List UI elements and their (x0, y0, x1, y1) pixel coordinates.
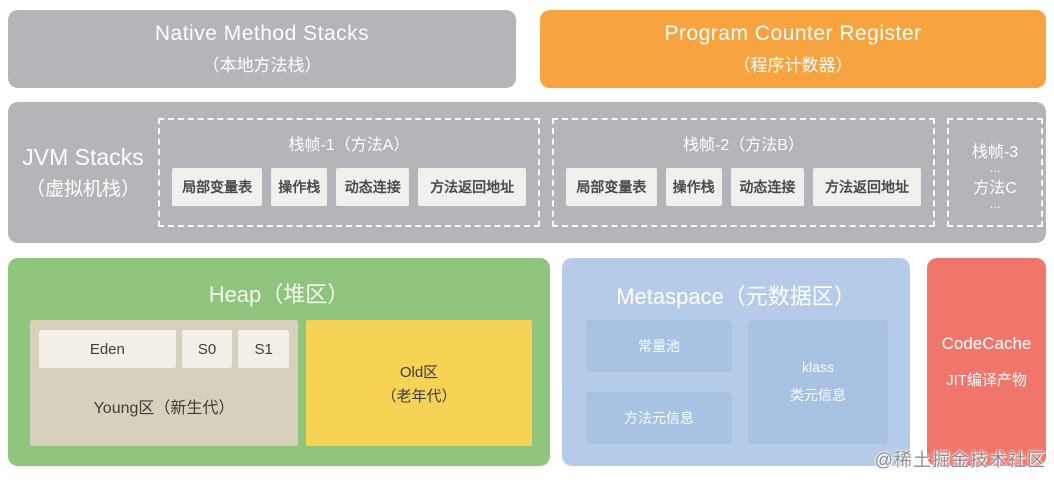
stack-frame-3-method: 方法C (973, 179, 1017, 197)
program-counter-register-subtitle: （程序计数器） (733, 56, 853, 75)
old-generation-subtitle: （老年代） (381, 387, 457, 405)
codecache-title: CodeCache (941, 334, 1032, 353)
stack-frame-3-ellipsis-top: ... (989, 159, 1001, 175)
program-counter-register-box: Program Counter Register （程序计数器） (540, 10, 1046, 88)
stack-frame-1-title: 栈帧-1（方法A） (288, 137, 410, 154)
jvm-stacks-box: JVM Stacks （虚拟机栈） 栈帧-1（方法A） 局部变量表 操作栈 动态… (8, 102, 1046, 243)
codecache-box: CodeCache JIT编译产物 (927, 258, 1046, 466)
young-generation-box: Eden S0 S1 Young区（新生代） (30, 320, 298, 446)
jvm-stacks-subtitle: （虚拟机栈） (25, 179, 140, 200)
old-generation-title: Old区 (399, 363, 439, 381)
stack-frame-3-ellipsis-bottom: ... (989, 195, 1001, 211)
method-meta-box: 方法元信息 (586, 392, 732, 444)
klass-meta-label: 类元信息 (790, 387, 846, 403)
s0-cell: S0 (181, 330, 233, 368)
frame1-operand-stack: 操作栈 (271, 168, 328, 206)
young-generation-cells: Eden S0 S1 (39, 330, 289, 368)
stack-frame-1-cells: 局部变量表 操作栈 动态连接 方法返回地址 (160, 168, 538, 206)
frame2-return-address: 方法返回地址 (813, 168, 921, 206)
constant-pool-label: 常量池 (638, 338, 680, 354)
frame2-dynamic-linking: 动态连接 (730, 168, 804, 206)
eden-cell: Eden (39, 330, 176, 368)
old-generation-box: Old区 （老年代） (306, 320, 532, 446)
frame2-operand-stack: 操作栈 (665, 168, 722, 206)
codecache-subtitle: JIT编译产物 (946, 372, 1027, 389)
frame2-local-variable-table: 局部变量表 (566, 168, 657, 206)
metaspace-box: Metaspace（元数据区） 常量池 方法元信息 klass 类元信息 (562, 258, 910, 466)
jvm-stacks-title: JVM Stacks (22, 144, 144, 170)
metaspace-title: Metaspace（元数据区） (616, 284, 856, 309)
method-meta-label: 方法元信息 (624, 410, 694, 426)
jvm-stacks-label: JVM Stacks （虚拟机栈） (8, 102, 158, 243)
heap-title: Heap（堆区） (208, 282, 350, 307)
stack-frame-2: 栈帧-2（方法B） 局部变量表 操作栈 动态连接 方法返回地址 (552, 118, 935, 227)
constant-pool-box: 常量池 (586, 320, 732, 372)
frame1-return-address: 方法返回地址 (418, 168, 526, 206)
native-method-stacks-subtitle: （本地方法栈） (202, 56, 322, 75)
stack-frame-1: 栈帧-1（方法A） 局部变量表 操作栈 动态连接 方法返回地址 (158, 118, 540, 227)
stack-frame-3-title: 栈帧-3 (971, 143, 1019, 161)
native-method-stacks-box: Native Method Stacks （本地方法栈） (8, 10, 516, 88)
stack-frame-2-cells: 局部变量表 操作栈 动态连接 方法返回地址 (554, 168, 933, 206)
stack-frame-2-title: 栈帧-2（方法B） (683, 137, 804, 154)
frame1-dynamic-linking: 动态连接 (336, 168, 410, 206)
s1-cell: S1 (238, 330, 289, 368)
watermark: @稀土掘金技术社区 (874, 450, 1046, 470)
native-method-stacks-title: Native Method Stacks (154, 22, 370, 45)
young-generation-label: Young区（新生代） (93, 400, 235, 417)
klass-label: klass (802, 359, 834, 375)
heap-box: Heap（堆区） Eden S0 S1 Young区（新生代） Old区 （老年… (8, 258, 550, 466)
frame1-local-variable-table: 局部变量表 (172, 168, 263, 206)
klass-meta-box: klass 类元信息 (748, 320, 888, 444)
program-counter-register-title: Program Counter Register (664, 22, 922, 45)
stack-frame-3: 栈帧-3 ... 方法C ... (947, 118, 1043, 227)
